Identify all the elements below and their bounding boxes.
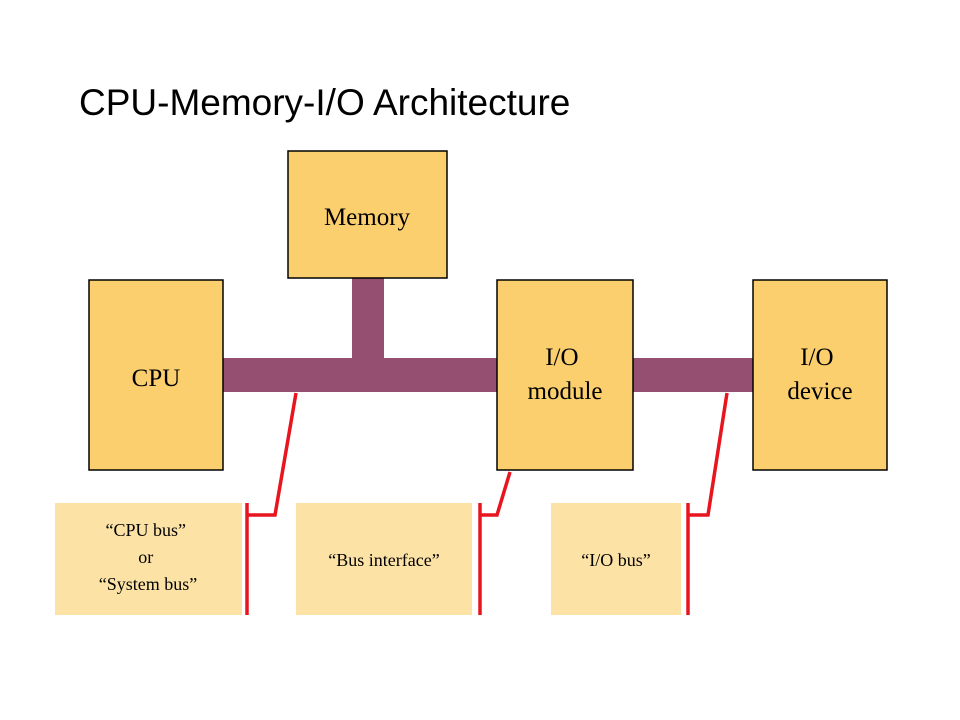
io-device-node-label-line: device xyxy=(787,378,852,405)
io-module-node-label-line: I/O xyxy=(545,344,578,371)
cpu-node-label-line: CPU xyxy=(132,365,181,392)
bus-interface-callout: “Bus interface” xyxy=(296,503,472,615)
io-module-node: I/O module xyxy=(496,279,634,471)
memory-node-label: Memory xyxy=(324,204,411,231)
bus-interface-pointer xyxy=(480,471,512,517)
memory-bus-link xyxy=(352,277,384,360)
cpu-bus-callout: “CPU bus” or “System bus” xyxy=(55,503,242,615)
memory-node-label-line: Memory xyxy=(324,204,411,231)
bus-lines xyxy=(222,277,754,392)
io-bus-pointer xyxy=(688,392,729,517)
cpu-node: CPU xyxy=(88,279,224,471)
callout-pointers xyxy=(245,392,729,615)
bus-interface-callout-text: “Bus interface” xyxy=(328,550,439,570)
system-bus xyxy=(222,358,498,392)
cpu-bus-callout-text: “CPU bus” or “System bus” xyxy=(99,520,198,594)
cpu-node-label: CPU xyxy=(132,365,181,392)
io-bus-callout-line: “I/O bus” xyxy=(581,550,650,570)
bus-interface-callout-line: “Bus interface” xyxy=(328,550,439,570)
io-module-node-label: I/O module xyxy=(528,344,603,405)
cpu-bus-callout-line: or xyxy=(138,547,153,567)
cpu-bus-callout-line: “System bus” xyxy=(99,574,198,594)
slide-title: CPU-Memory-I/O Architecture xyxy=(79,82,571,123)
io-bus xyxy=(632,358,754,392)
memory-node: Memory xyxy=(287,150,448,279)
cpu-bus-pointer xyxy=(247,392,298,517)
io-bus-callout: “I/O bus” xyxy=(551,503,681,615)
io-device-node: I/O device xyxy=(752,279,888,471)
io-bus-callout-text: “I/O bus” xyxy=(581,550,650,570)
cpu-bus-callout-line: “CPU bus” xyxy=(106,520,187,540)
io-device-node-label-line: I/O xyxy=(800,344,833,371)
io-module-node-label-line: module xyxy=(528,378,603,405)
io-device-node-label: I/O device xyxy=(787,344,852,405)
